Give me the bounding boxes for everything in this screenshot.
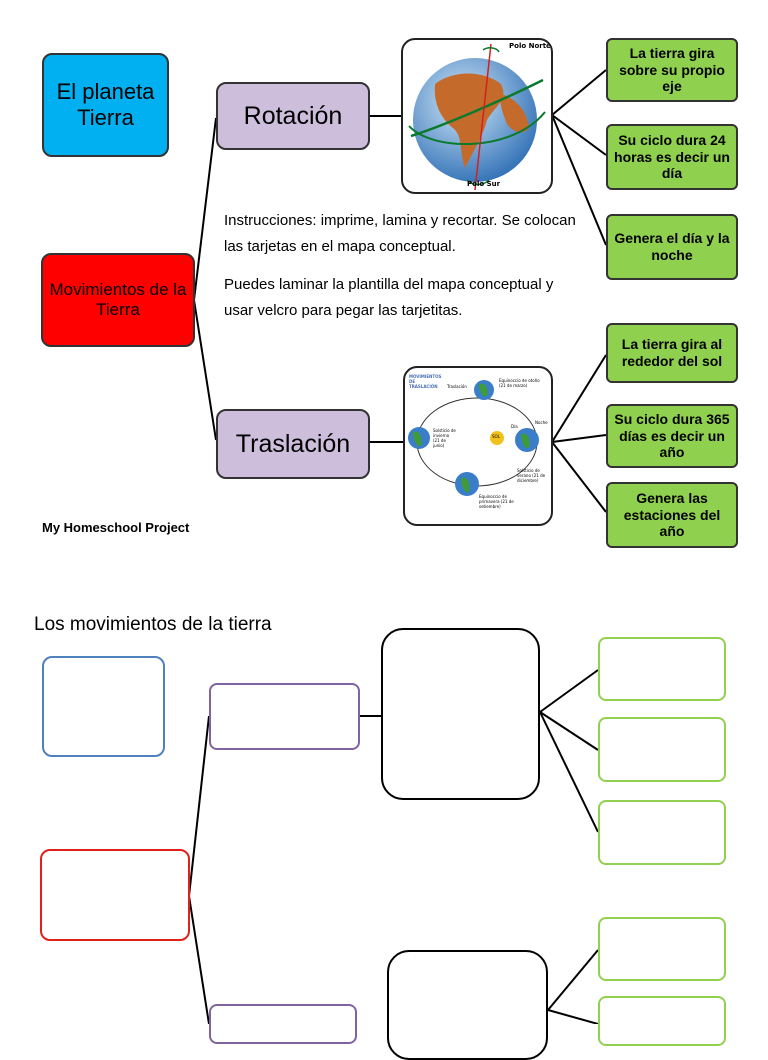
earth-movements-label: Movimientos de la Tierra bbox=[49, 279, 187, 319]
blank-translation-image-box bbox=[387, 950, 548, 1060]
blank-fact-card-3 bbox=[598, 800, 726, 865]
blank-rotation-box bbox=[209, 683, 360, 750]
translation-fact-1: La tierra gira al rededor del sol bbox=[606, 323, 738, 383]
rotation-fact-2: Su ciclo dura 24 horas es decir un día bbox=[606, 124, 738, 190]
blank-center-box bbox=[40, 849, 190, 941]
translation-fact-3: Genera las estaciones del año bbox=[606, 482, 738, 548]
orbit-summer-solstice-label: Solsticio de verano (21 de diciembre) bbox=[517, 468, 546, 483]
instructions-paragraph-1: Instrucciones: imprime, lamina y recorta… bbox=[224, 212, 576, 255]
rotation-box: Rotación bbox=[216, 82, 370, 150]
orbit-traslacion-label: Traslación bbox=[447, 384, 467, 389]
earth-movements-box: Movimientos de la Tierra bbox=[41, 253, 195, 347]
blank-title-box bbox=[42, 656, 165, 757]
blank-rotation-image-box bbox=[381, 628, 540, 800]
connector-lines bbox=[188, 69, 607, 1024]
orbit-sun-label: SOL bbox=[492, 434, 500, 439]
translation-orbit-image: MOVIMIENTOS DE TRASLACIÓN Traslación Equ… bbox=[403, 366, 553, 526]
blank-fact-card-4 bbox=[598, 917, 726, 981]
translation-box: Traslación bbox=[216, 409, 370, 479]
orbit-illustration bbox=[408, 380, 539, 496]
planet-earth-box: El planeta Tierra bbox=[42, 53, 169, 157]
template-title: Los movimientos de la tierra bbox=[34, 614, 272, 635]
instructions-paragraph-2: Puedes laminar la plantilla del mapa con… bbox=[224, 276, 554, 319]
orbit-winter-solstice-label: Solsticio de invierno (21 de junio) bbox=[433, 428, 456, 448]
orbit-day-label: Día bbox=[511, 424, 518, 429]
blank-translation-box bbox=[209, 1004, 357, 1044]
blank-fact-card-1 bbox=[598, 637, 726, 701]
planet-earth-label: El planeta Tierra bbox=[56, 78, 155, 130]
blank-fact-card-2 bbox=[598, 717, 726, 782]
rotation-fact-3: Genera el día y la noche bbox=[606, 214, 738, 280]
orbit-spring-equinox-label: Equinoccio de primavera (21 de setiembre… bbox=[479, 494, 514, 509]
globe-illustration bbox=[408, 43, 546, 191]
orbit-heading: MOVIMIENTOS DE TRASLACIÓN bbox=[409, 374, 442, 389]
north-pole-label: Polo Norte bbox=[509, 42, 551, 50]
orbit-autumn-equinox-label: Equinoccio de otoño (21 de marzo) bbox=[499, 378, 540, 388]
orbit-night-label: Noche bbox=[535, 420, 548, 425]
credit-text: My Homeschool Project bbox=[42, 520, 190, 535]
translation-label: Traslación bbox=[235, 430, 351, 458]
rotation-globe-image: Polo Norte Polo Sur bbox=[401, 38, 553, 194]
blank-fact-card-5 bbox=[598, 996, 726, 1046]
translation-fact-2: Su ciclo dura 365 días es decir un año bbox=[606, 404, 738, 468]
south-pole-label: Polo Sur bbox=[467, 180, 501, 188]
rotation-label: Rotación bbox=[243, 102, 343, 130]
rotation-fact-1: La tierra gira sobre su propio eje bbox=[606, 38, 738, 102]
